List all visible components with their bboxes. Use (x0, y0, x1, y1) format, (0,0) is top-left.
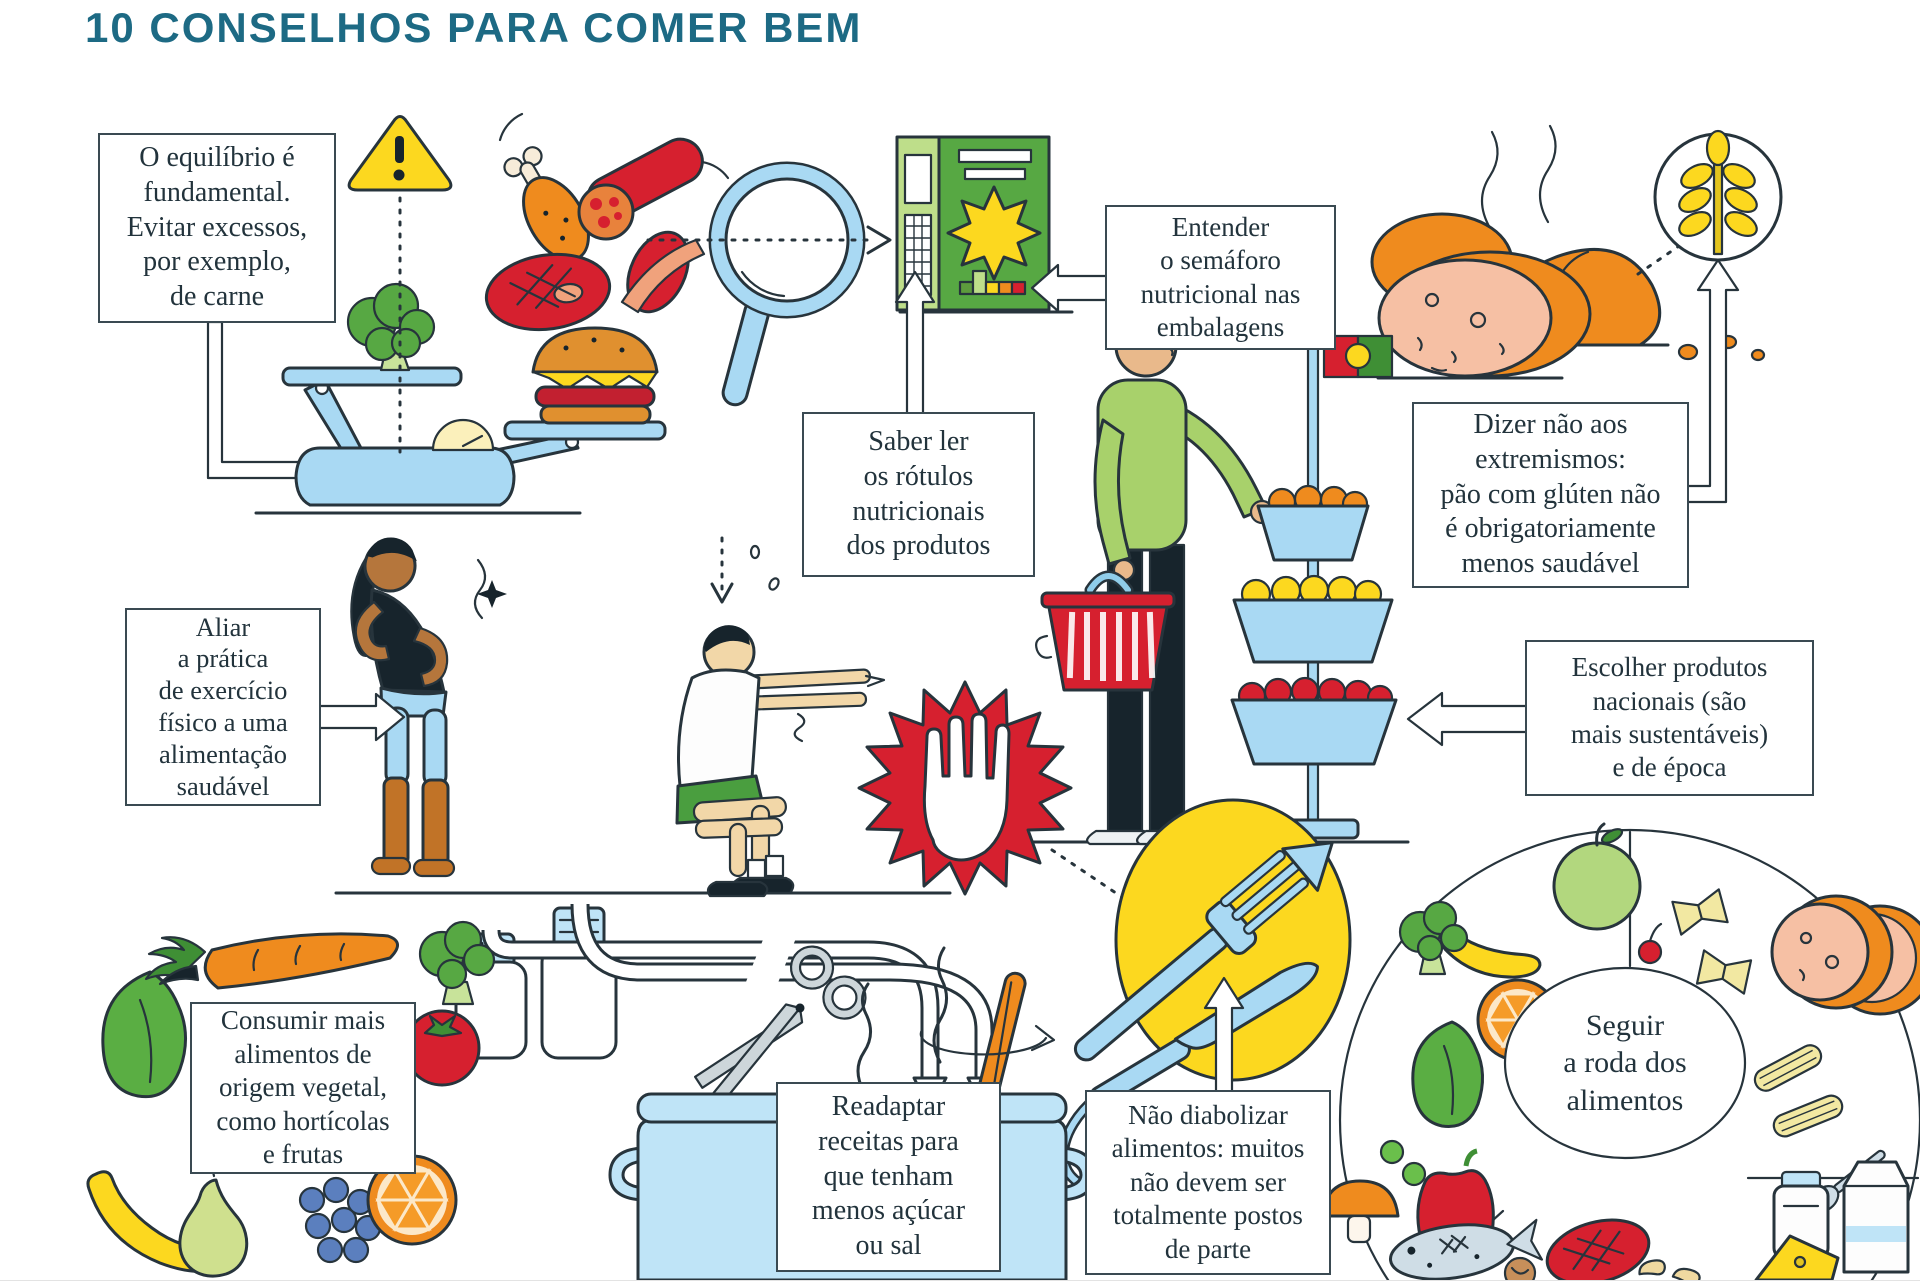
arrow-aliar (317, 692, 406, 742)
plate-cutlery-icon (1058, 798, 1352, 1195)
wheel-mushroom (1320, 1179, 1400, 1244)
stop-hand-icon (857, 680, 1073, 896)
portugal-flag-icon (1322, 334, 1394, 379)
shopping-basket-icon (1040, 570, 1176, 692)
arrow-entender (1030, 263, 1109, 313)
tip-box-diabolizar: Não diabolizar alimentos: muitos não dev… (1085, 1090, 1331, 1275)
magnifier-icon (708, 161, 866, 407)
wheel-breads (1770, 894, 1920, 1016)
wheel-fish (1388, 1218, 1544, 1280)
arrow-saber (894, 270, 936, 416)
burger-icon (531, 326, 659, 425)
arrow-dizer (1685, 258, 1740, 504)
squatting-man-icon (675, 536, 886, 898)
nutrition-package-icon (895, 135, 1074, 314)
wheat-badge-icon (1653, 129, 1783, 504)
wheel-apple (1552, 822, 1642, 931)
tip-box-exercicio: Aliar a prática de exercício físico a um… (125, 608, 321, 806)
meat-pile-icon (484, 112, 730, 332)
wheel-milk-carton (1842, 1160, 1910, 1274)
shopper-icon (1013, 312, 1410, 846)
arrow-nao-diabolizar (1203, 976, 1245, 1094)
tip-box-rotulos: Saber ler os rótulos nutricionais dos pr… (802, 412, 1035, 577)
tip-box-vegetais: Consumir mais alimentos de origem vegeta… (190, 1002, 416, 1174)
balance-scale-illustration (206, 112, 730, 515)
wheel-cheese (1754, 1234, 1840, 1280)
tip-box-semaforo: Entender o semáforo nutricional nas emba… (1105, 205, 1336, 350)
vegetables-fruits-icon (86, 920, 496, 1278)
arrow-escolher (1406, 691, 1529, 747)
dashed-bread-wheat (1636, 242, 1684, 276)
broccoli-icon (346, 282, 436, 372)
tip-label-roda-alimentos: Seguir a roda dos alimentos (1563, 1009, 1687, 1117)
bread-loaves-icon (1370, 124, 1766, 380)
tip-box-nacionais: Escolher produtos nacionais (são mais su… (1525, 640, 1814, 796)
tip-box-receitas: Readaptar receitas para que tenham menos… (776, 1082, 1001, 1272)
tip-box-equilibrio: O equilíbrio é fundamental. Evitar exces… (98, 133, 336, 323)
traffic-light-bars-icon (958, 269, 1027, 296)
exercising-woman-icon (334, 537, 952, 895)
fruit-stand-icon (1230, 334, 1398, 840)
tip-box-extremismos: Dizer não aos extremismos: pão com glúte… (1412, 402, 1689, 588)
food-wheel-icon (1320, 822, 1920, 1280)
warning-triangle-icon (347, 115, 453, 192)
scissors-icon (694, 945, 867, 1107)
page-title: 10 CONSELHOS PARA COMER BEM (85, 4, 863, 51)
